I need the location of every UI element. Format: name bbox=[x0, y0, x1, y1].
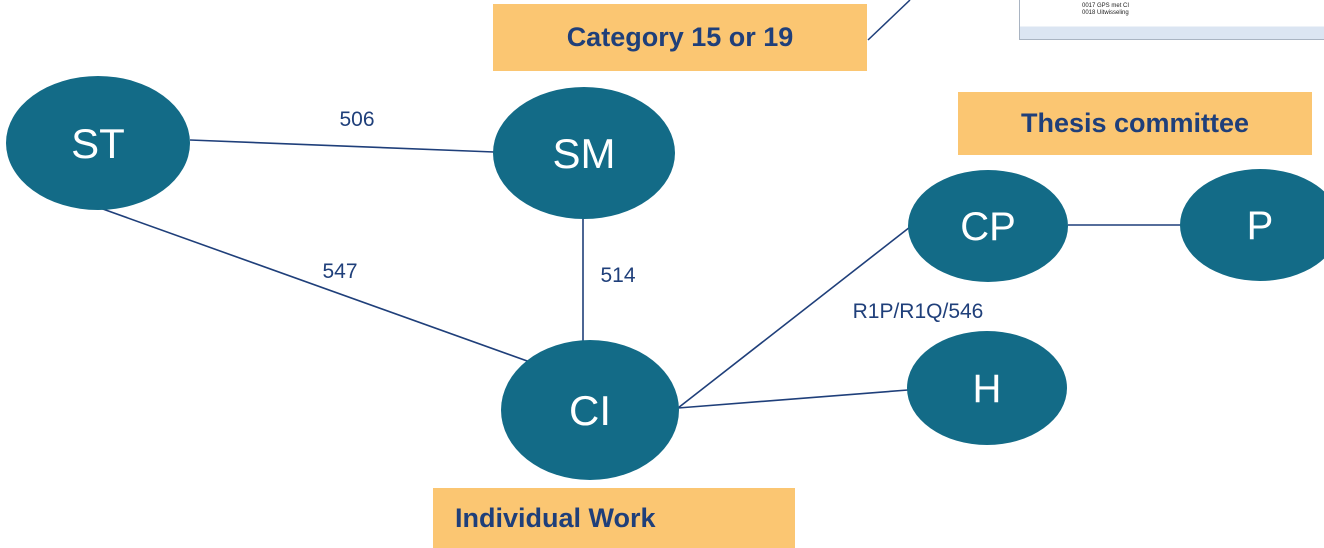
screenshot-thumbnail: 0017 GPS met CI 0018 Uitwisseling bbox=[1019, 0, 1324, 40]
edge-label-sm-ci: 514 bbox=[600, 264, 635, 287]
callout-thesis-committee: Thesis committee bbox=[958, 92, 1312, 155]
thumbnail-line: 0018 Uitwisseling bbox=[1082, 10, 1129, 16]
node-label-ci: CI bbox=[569, 387, 611, 434]
edge-ci-h bbox=[677, 389, 909, 409]
callout-pointer-line bbox=[867, 0, 911, 41]
thumbnail-line: 0017 GPS met CI bbox=[1082, 3, 1130, 9]
node-ci: CI bbox=[501, 340, 679, 480]
edge-label-st-ci: 547 bbox=[322, 260, 357, 283]
edge-label-ci-cp: R1P/R1Q/546 bbox=[853, 300, 984, 323]
node-st: ST bbox=[6, 76, 190, 210]
edge-st-ci bbox=[99, 207, 531, 363]
node-label-sm: SM bbox=[553, 130, 616, 177]
node-h: H bbox=[907, 331, 1067, 445]
node-label-cp: CP bbox=[960, 205, 1016, 249]
edge-label-st-sm: 506 bbox=[339, 108, 374, 131]
node-label-h: H bbox=[973, 367, 1002, 411]
callout-individual-work: Individual Work bbox=[433, 488, 795, 548]
node-sm: SM bbox=[493, 87, 675, 219]
node-label-p: P bbox=[1247, 204, 1274, 248]
node-cp: CP bbox=[908, 170, 1068, 282]
callout-category: Category 15 or 19 bbox=[493, 4, 867, 71]
edge-ci-cp bbox=[677, 226, 911, 409]
node-p: P bbox=[1180, 169, 1324, 281]
node-label-st: ST bbox=[71, 120, 125, 167]
edge-st-sm bbox=[189, 139, 495, 153]
